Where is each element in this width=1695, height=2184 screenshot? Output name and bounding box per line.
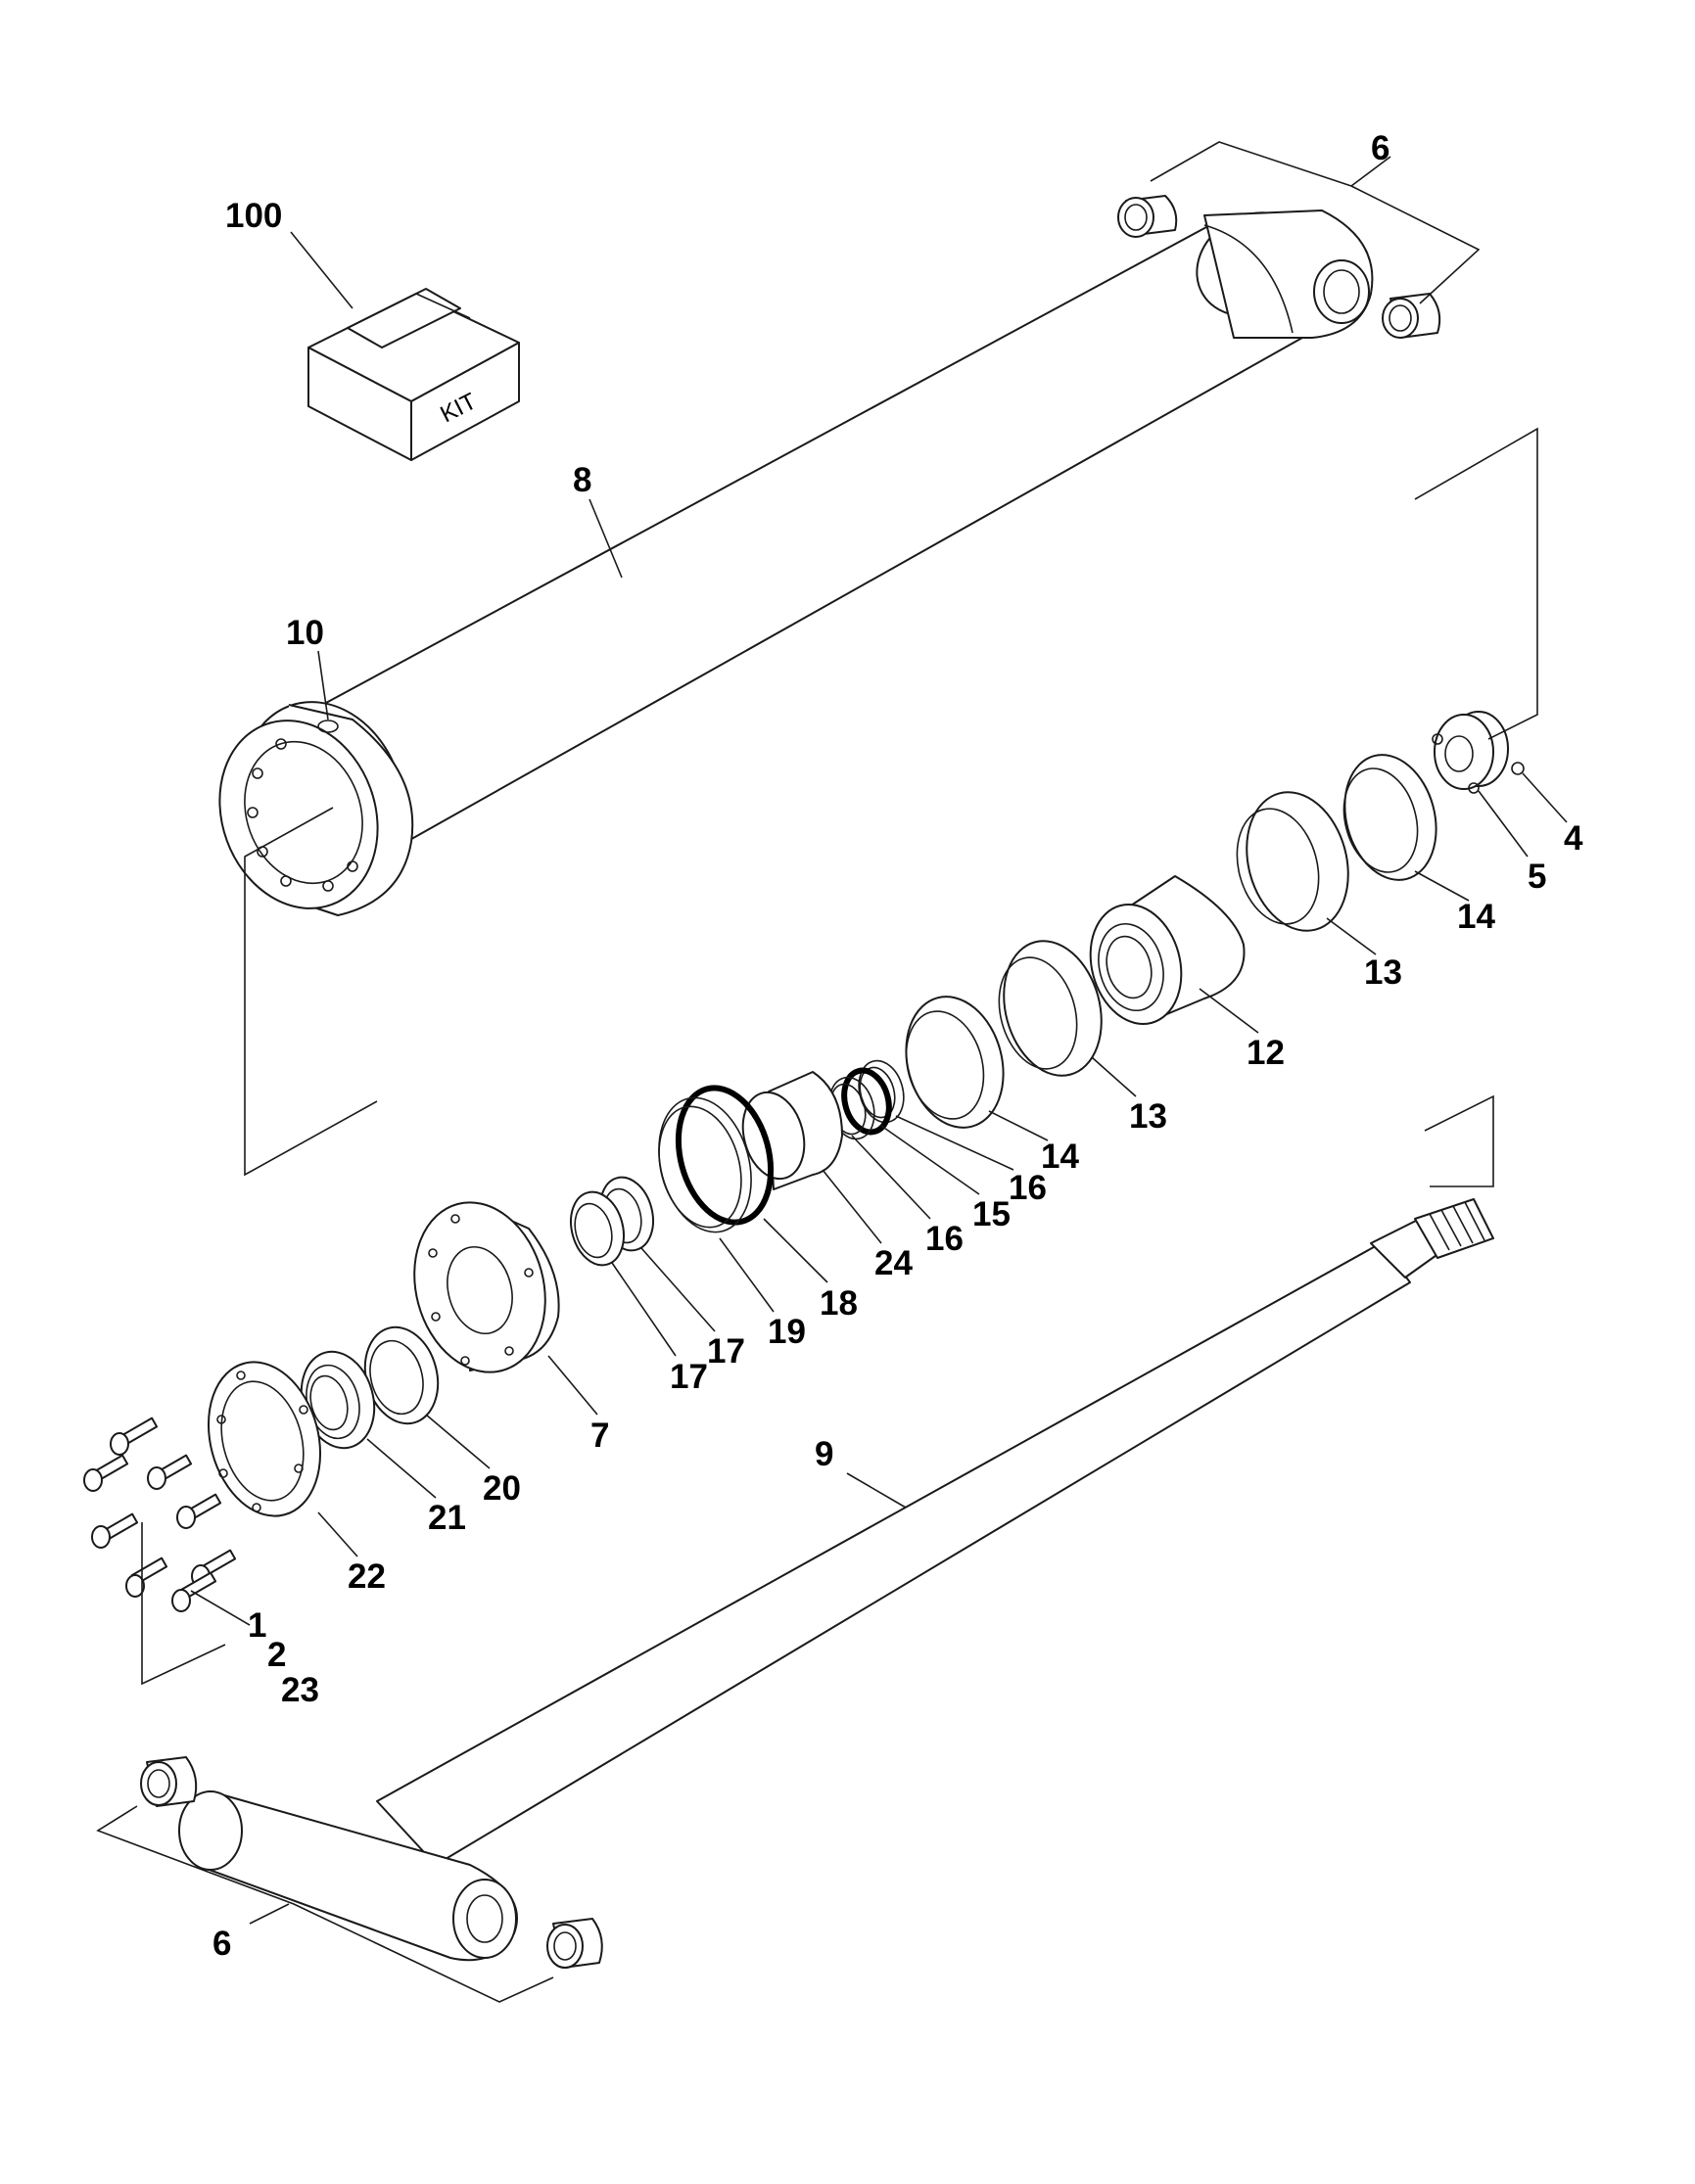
callout-12: 12 bbox=[1247, 1034, 1285, 1072]
callout-9: 9 bbox=[815, 1435, 833, 1473]
bushings-bottom bbox=[140, 1756, 603, 1969]
callout-14-mid: 14 bbox=[1041, 1138, 1079, 1176]
piston-nut bbox=[1432, 711, 1525, 794]
callout-16-lower: 16 bbox=[925, 1220, 964, 1258]
callout-8: 8 bbox=[573, 461, 591, 499]
callout-22: 22 bbox=[348, 1557, 386, 1596]
kit-box: KIT bbox=[307, 288, 520, 461]
callout-labels: 100 6 8 10 4 5 14 13 12 13 14 16 15 16 2… bbox=[212, 129, 1583, 1963]
cylinder-barrel bbox=[218, 209, 1374, 916]
callout-18: 18 bbox=[820, 1284, 858, 1323]
callout-21: 21 bbox=[428, 1499, 466, 1537]
callout-23: 23 bbox=[281, 1671, 319, 1709]
callout-16-upper: 16 bbox=[1009, 1169, 1047, 1207]
callout-6-bottom: 6 bbox=[212, 1925, 231, 1963]
callout-17-upper: 17 bbox=[707, 1332, 745, 1371]
callout-7: 7 bbox=[590, 1417, 609, 1455]
leader-lines bbox=[96, 141, 1568, 2003]
callout-19: 19 bbox=[768, 1313, 806, 1351]
seal-rings-middle bbox=[658, 940, 1103, 1233]
piston-rod bbox=[178, 1198, 1494, 1962]
head-assembly-parts bbox=[207, 1176, 654, 1517]
callout-4: 4 bbox=[1564, 819, 1583, 858]
callout-24: 24 bbox=[874, 1244, 913, 1282]
callout-2: 2 bbox=[267, 1636, 286, 1674]
callout-6-top: 6 bbox=[1371, 129, 1389, 167]
bushings-top bbox=[1117, 195, 1441, 339]
callout-15: 15 bbox=[972, 1195, 1011, 1233]
callout-14-top: 14 bbox=[1457, 898, 1495, 936]
callout-13-mid: 13 bbox=[1129, 1097, 1167, 1136]
cap-screws bbox=[83, 1417, 237, 1612]
callout-13-top: 13 bbox=[1364, 953, 1402, 992]
callout-17-lower: 17 bbox=[670, 1358, 708, 1396]
callout-100: 100 bbox=[225, 197, 282, 235]
callout-1: 1 bbox=[248, 1606, 266, 1645]
piston-rings-right bbox=[1089, 754, 1437, 1026]
callout-20: 20 bbox=[483, 1469, 521, 1508]
callout-10: 10 bbox=[286, 614, 324, 652]
callout-5: 5 bbox=[1528, 858, 1546, 896]
